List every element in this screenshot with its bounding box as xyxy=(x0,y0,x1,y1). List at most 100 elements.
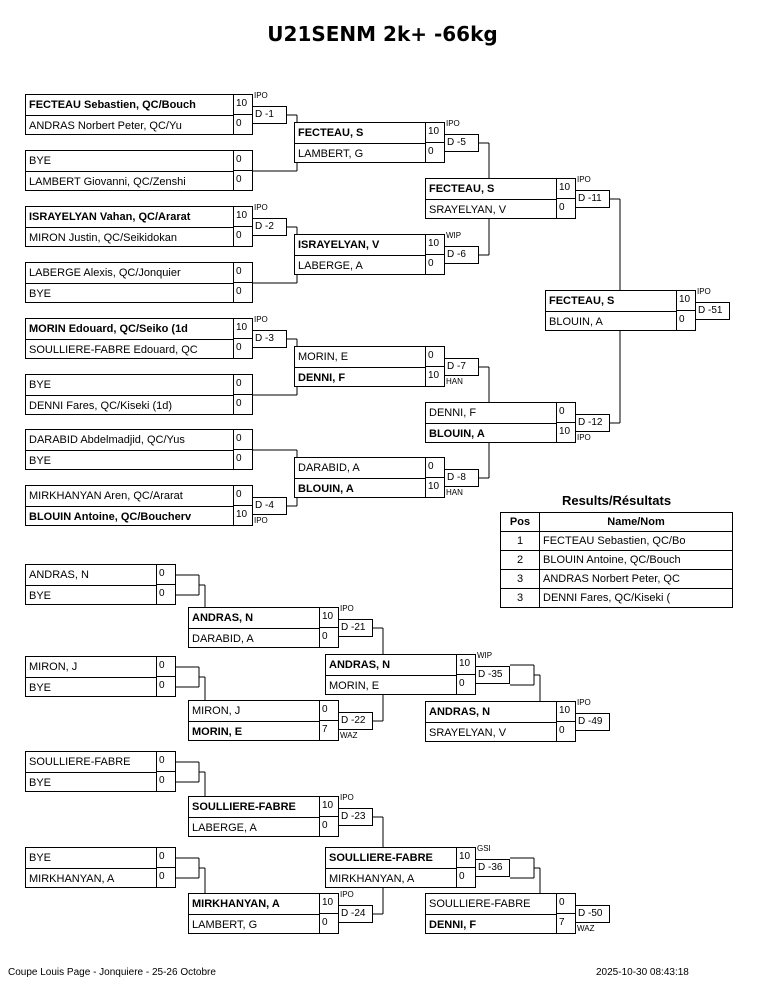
footer-event: Coupe Louis Page - Jonquiere - 25-26 Oct… xyxy=(8,967,216,978)
match-id-box: D -49 xyxy=(575,713,610,731)
competitor-name: BYE xyxy=(26,283,233,303)
competitor-name: FECTEAU, S xyxy=(298,127,364,139)
score-box: 10 xyxy=(319,796,339,817)
score-box: 0 xyxy=(233,282,253,303)
match-id-box: D -3 xyxy=(252,330,287,348)
score-box: 0 xyxy=(233,170,253,191)
competitor-name: BYE xyxy=(26,585,156,605)
competitor-name: BYE xyxy=(29,379,52,391)
score-box: 0 xyxy=(233,338,253,359)
win-code: IPO xyxy=(254,203,268,212)
match-box: MORIN, E DENNI, F xyxy=(294,346,426,387)
score-box: 0 xyxy=(233,262,253,283)
competitor-name: LAMBERT Giovanni, QC/Zenshi xyxy=(26,171,233,191)
win-code: IPO xyxy=(697,287,711,296)
competitor-name: ANDRAS, N xyxy=(329,659,391,671)
competitor-name: MIRON, J xyxy=(29,661,78,673)
competitor-name: MORIN, E xyxy=(298,351,349,363)
score-box: 0 xyxy=(319,913,339,934)
competitor-name: MIRON Justin, QC/Seikidokan xyxy=(26,227,233,247)
competitor-name: DARABID Abdelmadjid, QC/Yus xyxy=(29,434,185,446)
competitor-name: ANDRAS, N xyxy=(192,612,254,624)
score-box: 0 xyxy=(676,310,696,331)
competitor-name: LABERGE, A xyxy=(295,255,425,275)
result-pos: 3 xyxy=(500,588,540,608)
score-box: 0 xyxy=(319,627,339,648)
score-box: 10 xyxy=(425,234,445,255)
competitor-name: MIRKHANYAN Aren, QC/Ararat xyxy=(29,490,183,502)
score-box: 0 xyxy=(156,656,176,677)
competitor-name: BYE xyxy=(26,772,156,792)
match-box: ISRAYELYAN, V LABERGE, A xyxy=(294,234,426,275)
competitor-name: SOULLIERE-FABRE xyxy=(29,756,131,768)
result-pos: 2 xyxy=(500,550,540,570)
competitor-name: FECTEAU, S xyxy=(429,183,495,195)
match-id-box: D -21 xyxy=(338,619,373,637)
result-name: FECTEAU Sebastien, QC/Bo xyxy=(539,531,733,551)
match-box: BYE DENNI Fares, QC/Kiseki (1d) xyxy=(25,374,234,415)
competitor-name: LAMBERT, G xyxy=(295,143,425,163)
score-box: 0 xyxy=(156,847,176,868)
win-code: IPO xyxy=(577,698,591,707)
score-box: 7 xyxy=(319,720,339,741)
score-box: 0 xyxy=(425,142,445,163)
competitor-name: LABERGE Alexis, QC/Jonquier xyxy=(29,267,181,279)
score-box: 0 xyxy=(556,402,576,423)
results-header-row: Pos Name/Nom xyxy=(500,512,733,532)
competitor-name: DARABID, A xyxy=(298,462,360,474)
win-code: IPO xyxy=(254,516,268,525)
competitor-name: FECTEAU Sebastien, QC/Bouch xyxy=(29,99,196,111)
result-name: ANDRAS Norbert Peter, QC xyxy=(539,569,733,589)
score-box: 10 xyxy=(456,847,476,868)
score-box: 0 xyxy=(233,429,253,450)
win-code: WAZ xyxy=(340,731,358,740)
score-box: 0 xyxy=(425,254,445,275)
score-box: 0 xyxy=(156,676,176,697)
competitor-name: ISRAYELYAN, V xyxy=(298,239,380,251)
competitor-name: SRAYELYAN, V xyxy=(426,199,556,219)
competitor-name: SOULLIERE-FABRE xyxy=(192,801,296,813)
score-box: 0 xyxy=(319,816,339,837)
match-id-box: D -7 xyxy=(444,358,479,376)
match-id-box: D -1 xyxy=(252,106,287,124)
score-box: 10 xyxy=(556,422,576,443)
win-code: GSI xyxy=(477,844,491,853)
competitor-name: BLOUIN, A xyxy=(546,311,676,331)
score-box: 0 xyxy=(425,457,445,478)
match-id-box: D -5 xyxy=(444,134,479,152)
win-code: HAN xyxy=(446,488,463,497)
results-table: Pos Name/Nom 1 FECTEAU Sebastien, QC/Bo … xyxy=(500,512,733,608)
competitor-name: BYE xyxy=(26,450,233,470)
score-box: 0 xyxy=(319,700,339,721)
score-box: 0 xyxy=(156,771,176,792)
score-box: 10 xyxy=(425,366,445,387)
score-box: 10 xyxy=(425,477,445,498)
score-box: 0 xyxy=(233,226,253,247)
score-box: 7 xyxy=(556,913,576,934)
competitor-name: LABERGE, A xyxy=(189,817,319,837)
win-code: WIP xyxy=(477,651,493,660)
competitor-name: DENNI Fares, QC/Kiseki (1d) xyxy=(26,395,233,415)
match-id-box: D -8 xyxy=(444,469,479,487)
competitor-name: MORIN, E xyxy=(326,675,456,695)
match-id-box: D -23 xyxy=(338,808,373,826)
result-pos: 1 xyxy=(500,531,540,551)
match-id-box: D -6 xyxy=(444,246,479,264)
match-id-box: D -36 xyxy=(475,859,510,877)
score-box: 0 xyxy=(556,893,576,914)
score-box: 10 xyxy=(233,505,253,526)
win-code: IPO xyxy=(254,91,268,100)
win-code: IPO xyxy=(446,119,460,128)
competitor-name: DENNI, F xyxy=(295,367,425,387)
